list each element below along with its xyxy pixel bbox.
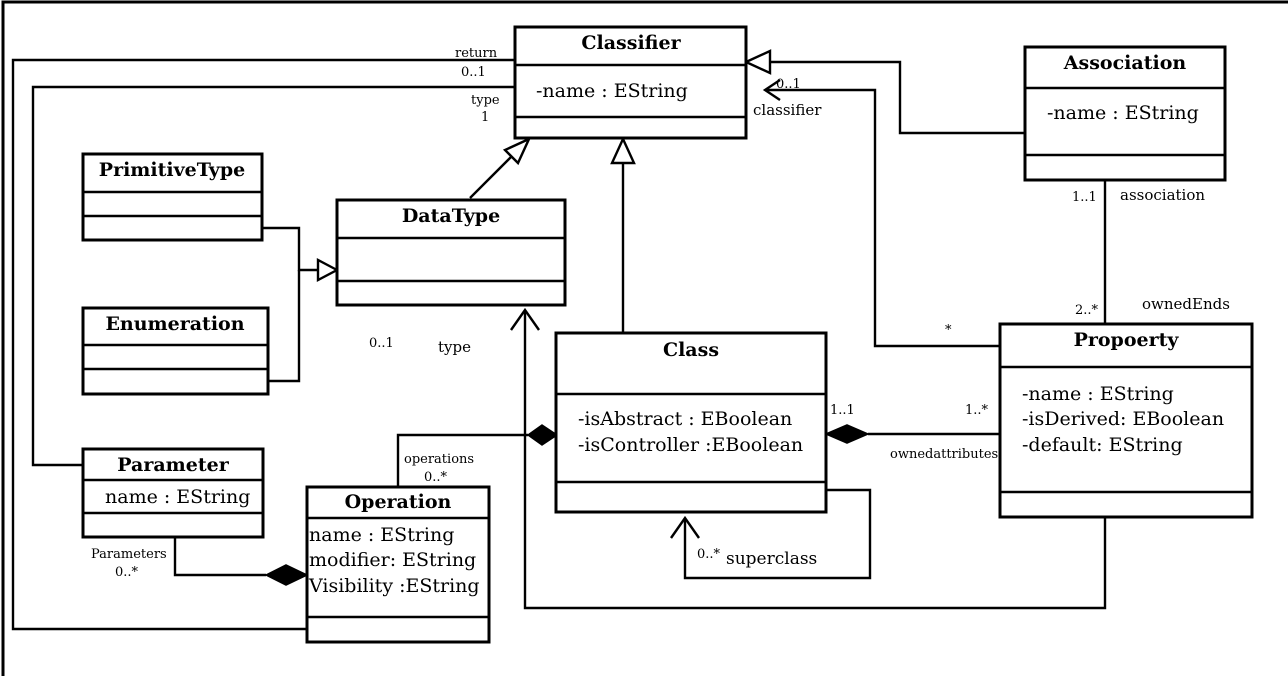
- parameter-class-name: Parameter: [117, 454, 229, 476]
- property-type-multiplicity-label: 0..1: [369, 336, 394, 351]
- parameter-type-association-line: [31, 85, 515, 467]
- operation-visibility-attribute: Visibility :EString: [308, 575, 480, 597]
- parameter-type-multiplicity-label: 1: [481, 110, 489, 125]
- operations-multiplicity-label: 0..*: [424, 470, 448, 485]
- superclass-multiplicity-label: 0..*: [697, 547, 721, 562]
- operation-class: Operation name : EString modifier: EStri…: [305, 485, 491, 644]
- association-multiplicity-label: 1..1: [1072, 190, 1097, 205]
- class-class: Class -isAbstract : EBoolean -isControll…: [554, 331, 828, 514]
- property-type-arrowhead: [510, 307, 540, 331]
- return-multiplicity-label: 0..1: [461, 65, 486, 80]
- propoerty-default-attribute: -default: EString: [1022, 434, 1183, 456]
- parameters-diamond: [264, 564, 309, 586]
- propoerty-class-name: Propoerty: [1074, 329, 1180, 351]
- classifier-multiplicity-label: 0..1: [776, 77, 801, 92]
- classifier-class: Classifier -name : EString: [513, 25, 748, 140]
- datatype-generalization-arrowhead: [502, 136, 532, 166]
- parameters-line: [173, 537, 266, 577]
- propoerty-isderived-attribute: -isDerived: EBoolean: [1022, 408, 1224, 430]
- property-classifier-association-line: [765, 88, 1000, 348]
- propoerty-class: Propoerty -name : EString -isDerived: EB…: [998, 322, 1254, 519]
- superclass-role-label: superclass: [726, 549, 817, 569]
- classifier-class-name: Classifier: [581, 32, 681, 54]
- association-role-label: association: [1120, 186, 1205, 204]
- owned-attributes-diamond: [824, 424, 870, 444]
- owned-ends-multiplicity-label: 2..*: [1075, 303, 1099, 318]
- classifier-arrowhead: [762, 79, 781, 101]
- classifier-name-attribute: -name : EString: [536, 80, 688, 102]
- operation-name-attribute: name : EString: [309, 524, 454, 546]
- class-generalization-arrowhead: [610, 136, 636, 165]
- association-name-attribute: -name : EString: [1047, 102, 1199, 124]
- operations-role-label: operations: [404, 452, 474, 467]
- property-type-role-label: type: [438, 338, 471, 356]
- datatype-class-name: DataType: [402, 205, 500, 227]
- association-generalization-line: [770, 60, 1025, 135]
- parameters-role-label: Parameters: [91, 547, 167, 562]
- parameter-name-attribute: name : EString: [105, 486, 250, 508]
- return-association-line: [11, 58, 515, 631]
- operations-diamond: [526, 424, 559, 446]
- class-iscontroller-attribute: -isController :EBoolean: [578, 434, 803, 456]
- datatype-class: DataType: [335, 198, 567, 307]
- attributes-multiplicity-label: 1..*: [965, 403, 989, 418]
- class-class-name: Class: [663, 339, 719, 361]
- association-generalization-arrowhead: [743, 49, 772, 75]
- association-class-name: Association: [1063, 52, 1187, 74]
- association-class: Association -name : EString: [1023, 45, 1227, 182]
- return-role-label: return: [455, 46, 498, 61]
- primitivetype-generalization-line: [262, 226, 318, 272]
- datatype-generalization-line: [469, 155, 513, 199]
- enumeration-class-name: Enumeration: [105, 313, 244, 335]
- superclass-association-line: [683, 488, 872, 580]
- class-isabstract-attribute: -isAbstract : EBoolean: [578, 408, 792, 430]
- parameter-type-role-label: type: [471, 93, 500, 108]
- operation-class-name: Operation: [345, 491, 452, 513]
- owned-ends-role-label: ownedEnds: [1142, 295, 1230, 313]
- primitivetype-class: PrimitiveType: [81, 152, 264, 242]
- propoerty-name-attribute: -name : EString: [1022, 383, 1174, 405]
- property-type-association-line: [523, 310, 1107, 610]
- parameter-class: Parameter name : EString: [81, 447, 265, 539]
- operation-modifier-attribute: modifier: EString: [309, 549, 476, 571]
- datatype-generalization-arrowhead-left: [316, 258, 340, 282]
- parameters-multiplicity-label: 0..*: [115, 565, 139, 580]
- property-classifier-multiplicity-label: *: [945, 323, 952, 338]
- enumeration-class: Enumeration: [81, 306, 270, 396]
- operations-line: [396, 433, 528, 487]
- enumeration-generalization-line: [268, 270, 301, 383]
- primitivetype-class-name: PrimitiveType: [99, 159, 245, 181]
- superclass-arrowhead: [670, 515, 700, 539]
- owned-attributes-role-label: ownedattributes: [890, 447, 998, 462]
- class-attributes-multiplicity-label: 1..1: [830, 403, 855, 418]
- classifier-role-label: classifier: [753, 101, 822, 119]
